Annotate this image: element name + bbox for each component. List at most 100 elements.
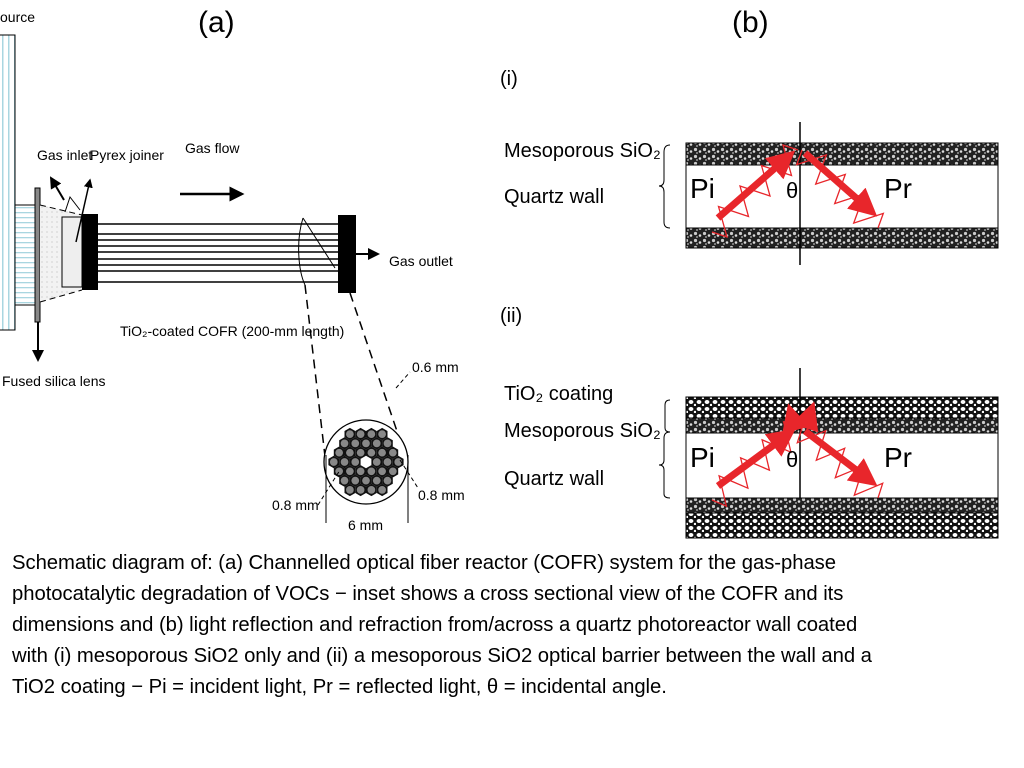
- sub-ii-quartz: [685, 432, 999, 499]
- channel-bore: [367, 448, 376, 457]
- channel-bore: [356, 448, 365, 457]
- incident-arrow: [715, 428, 796, 489]
- inlet-flange: [82, 214, 98, 290]
- sub-ii-label: (ii): [500, 305, 522, 327]
- channel-bore: [356, 467, 365, 476]
- channel-bore: [389, 467, 397, 476]
- channel-bore: [378, 448, 386, 457]
- channel-bore: [362, 439, 370, 448]
- channel-bore: [351, 439, 360, 448]
- sub-ii-brace-top: [664, 399, 671, 433]
- gas-outlet-label: Gas outlet: [389, 253, 453, 269]
- channel-bore: [346, 430, 354, 438]
- panel-a-label: (a): [198, 6, 235, 39]
- sub-i-quartz: [685, 164, 999, 229]
- refracted-arrow: [782, 403, 810, 434]
- reflected-arrow: [802, 428, 878, 487]
- channel-bore: [383, 439, 392, 448]
- refracted-arrow: [791, 401, 819, 433]
- caption-line: photocatalytic degradation of VOCs − ins…: [12, 583, 844, 605]
- channel-bore: [351, 476, 360, 485]
- section-cut-mark: [298, 217, 306, 286]
- caption-line: dimensions and (b) light reflection and …: [12, 614, 858, 636]
- sub-ii-layer-meso: Mesoporous SiO₂: [504, 420, 661, 442]
- gas-flow-label: Gas flow: [185, 140, 240, 156]
- channel-hexagons: [328, 427, 404, 497]
- channel-bore: [356, 486, 365, 494]
- gas-inlet-label: Gas inlet: [37, 147, 92, 163]
- channel-bore: [346, 486, 354, 494]
- channel-bore: [372, 476, 381, 485]
- sub-ii-meso-bottom: [685, 497, 999, 514]
- channel-bore: [378, 430, 386, 438]
- inset-callout-left: [304, 284, 327, 466]
- sub-i-light-rays: [711, 143, 885, 239]
- dim-left-label: 0.8 mm: [272, 497, 319, 513]
- sub-i-reflected-label: Pr: [884, 173, 912, 204]
- dim-channel-label: 0.6 mm: [412, 359, 459, 375]
- sub-i-incident-label: Pi: [690, 173, 715, 204]
- sub-i-meso-bottom: [685, 227, 999, 249]
- gas-inlet-arrow: [49, 176, 65, 201]
- dim-diameter-label: 6 mm: [348, 517, 383, 533]
- channel-bore: [389, 448, 397, 457]
- sub-ii-reflected-label: Pr: [884, 442, 912, 473]
- channel-bore: [367, 486, 376, 494]
- sub-i-label: (i): [500, 68, 518, 90]
- caption-line: with (i) mesoporous SiO2 only and (ii) a…: [12, 645, 872, 667]
- pyrex-joiner-label: Pyrex joiner: [90, 147, 164, 163]
- channel-bore: [378, 467, 386, 476]
- panel-b-label: (b): [732, 6, 769, 39]
- channel-bore: [340, 476, 349, 485]
- fused-silica-lens: [34, 187, 41, 323]
- sub-i-angle-label: θ: [786, 178, 798, 203]
- reflected-wave: [796, 427, 884, 499]
- gas-inlet-port: [64, 195, 81, 213]
- outlet-flange: [338, 215, 356, 293]
- channel-bore: [329, 458, 338, 466]
- light-source-label: ource: [0, 9, 35, 25]
- channel-bore: [372, 458, 381, 466]
- inset-callout-right: [349, 292, 401, 441]
- reflected-wave: [795, 149, 885, 229]
- caption-line: TiO2 coating − Pi = incident light, Pr =…: [12, 676, 667, 698]
- sub-ii-incident-label: Pi: [690, 442, 715, 473]
- sub-ii-angle-label: θ: [786, 447, 798, 472]
- sub-ii-light-rays: [711, 401, 884, 508]
- channel-bore: [340, 439, 349, 448]
- cofr-label: TiO₂-coated COFR (200-mm length): [120, 323, 344, 339]
- channel-bore: [340, 458, 349, 466]
- sub-ii-meso-top: [685, 417, 999, 434]
- sub-i-layer-quartz: Quartz wall: [504, 186, 604, 208]
- light-source: [0, 34, 16, 331]
- lens-holder: [14, 204, 38, 306]
- channel-bore: [367, 430, 376, 438]
- incident-arrow: [715, 150, 796, 221]
- sub-ii-tio2-top: [685, 396, 999, 419]
- figure-diagram: (a) ource Gas inlet Pyrex joiner Gas flo…: [0, 6, 999, 539]
- channel-bore: [346, 467, 354, 476]
- sub-i-layer-meso: Mesoporous SiO₂: [504, 140, 661, 162]
- channel-bore: [372, 439, 381, 448]
- channel-bore: [335, 448, 343, 457]
- channel-bore: [367, 467, 376, 476]
- caption-line: Schematic diagram of: (a) Channelled opt…: [12, 552, 836, 574]
- channel-bore: [335, 467, 343, 476]
- sub-ii-layer-quartz: Quartz wall: [504, 468, 604, 490]
- channel-bore: [383, 458, 392, 466]
- channel-bore: [383, 476, 392, 485]
- sub-i-meso-top: [685, 142, 999, 166]
- dim-right-label: 0.8 mm: [418, 487, 465, 503]
- channel-bore: [356, 430, 365, 438]
- reflected-arrow: [802, 150, 878, 217]
- fiber-channels: [98, 223, 338, 283]
- channel-bore: [351, 458, 360, 466]
- sub-i-brace: [658, 144, 671, 229]
- sub-ii-layer-tio2: TiO₂ coating: [504, 383, 613, 405]
- sub-ii-brace: [658, 431, 671, 499]
- fused-silica-lens-label: Fused silica lens: [2, 373, 106, 389]
- channel-bore: [346, 448, 354, 457]
- pyrex-joiner-arrow: [75, 178, 93, 243]
- sub-ii-tio2-bottom: [685, 512, 999, 539]
- figure-caption: Schematic diagram of: (a) Channelled opt…: [12, 548, 1022, 703]
